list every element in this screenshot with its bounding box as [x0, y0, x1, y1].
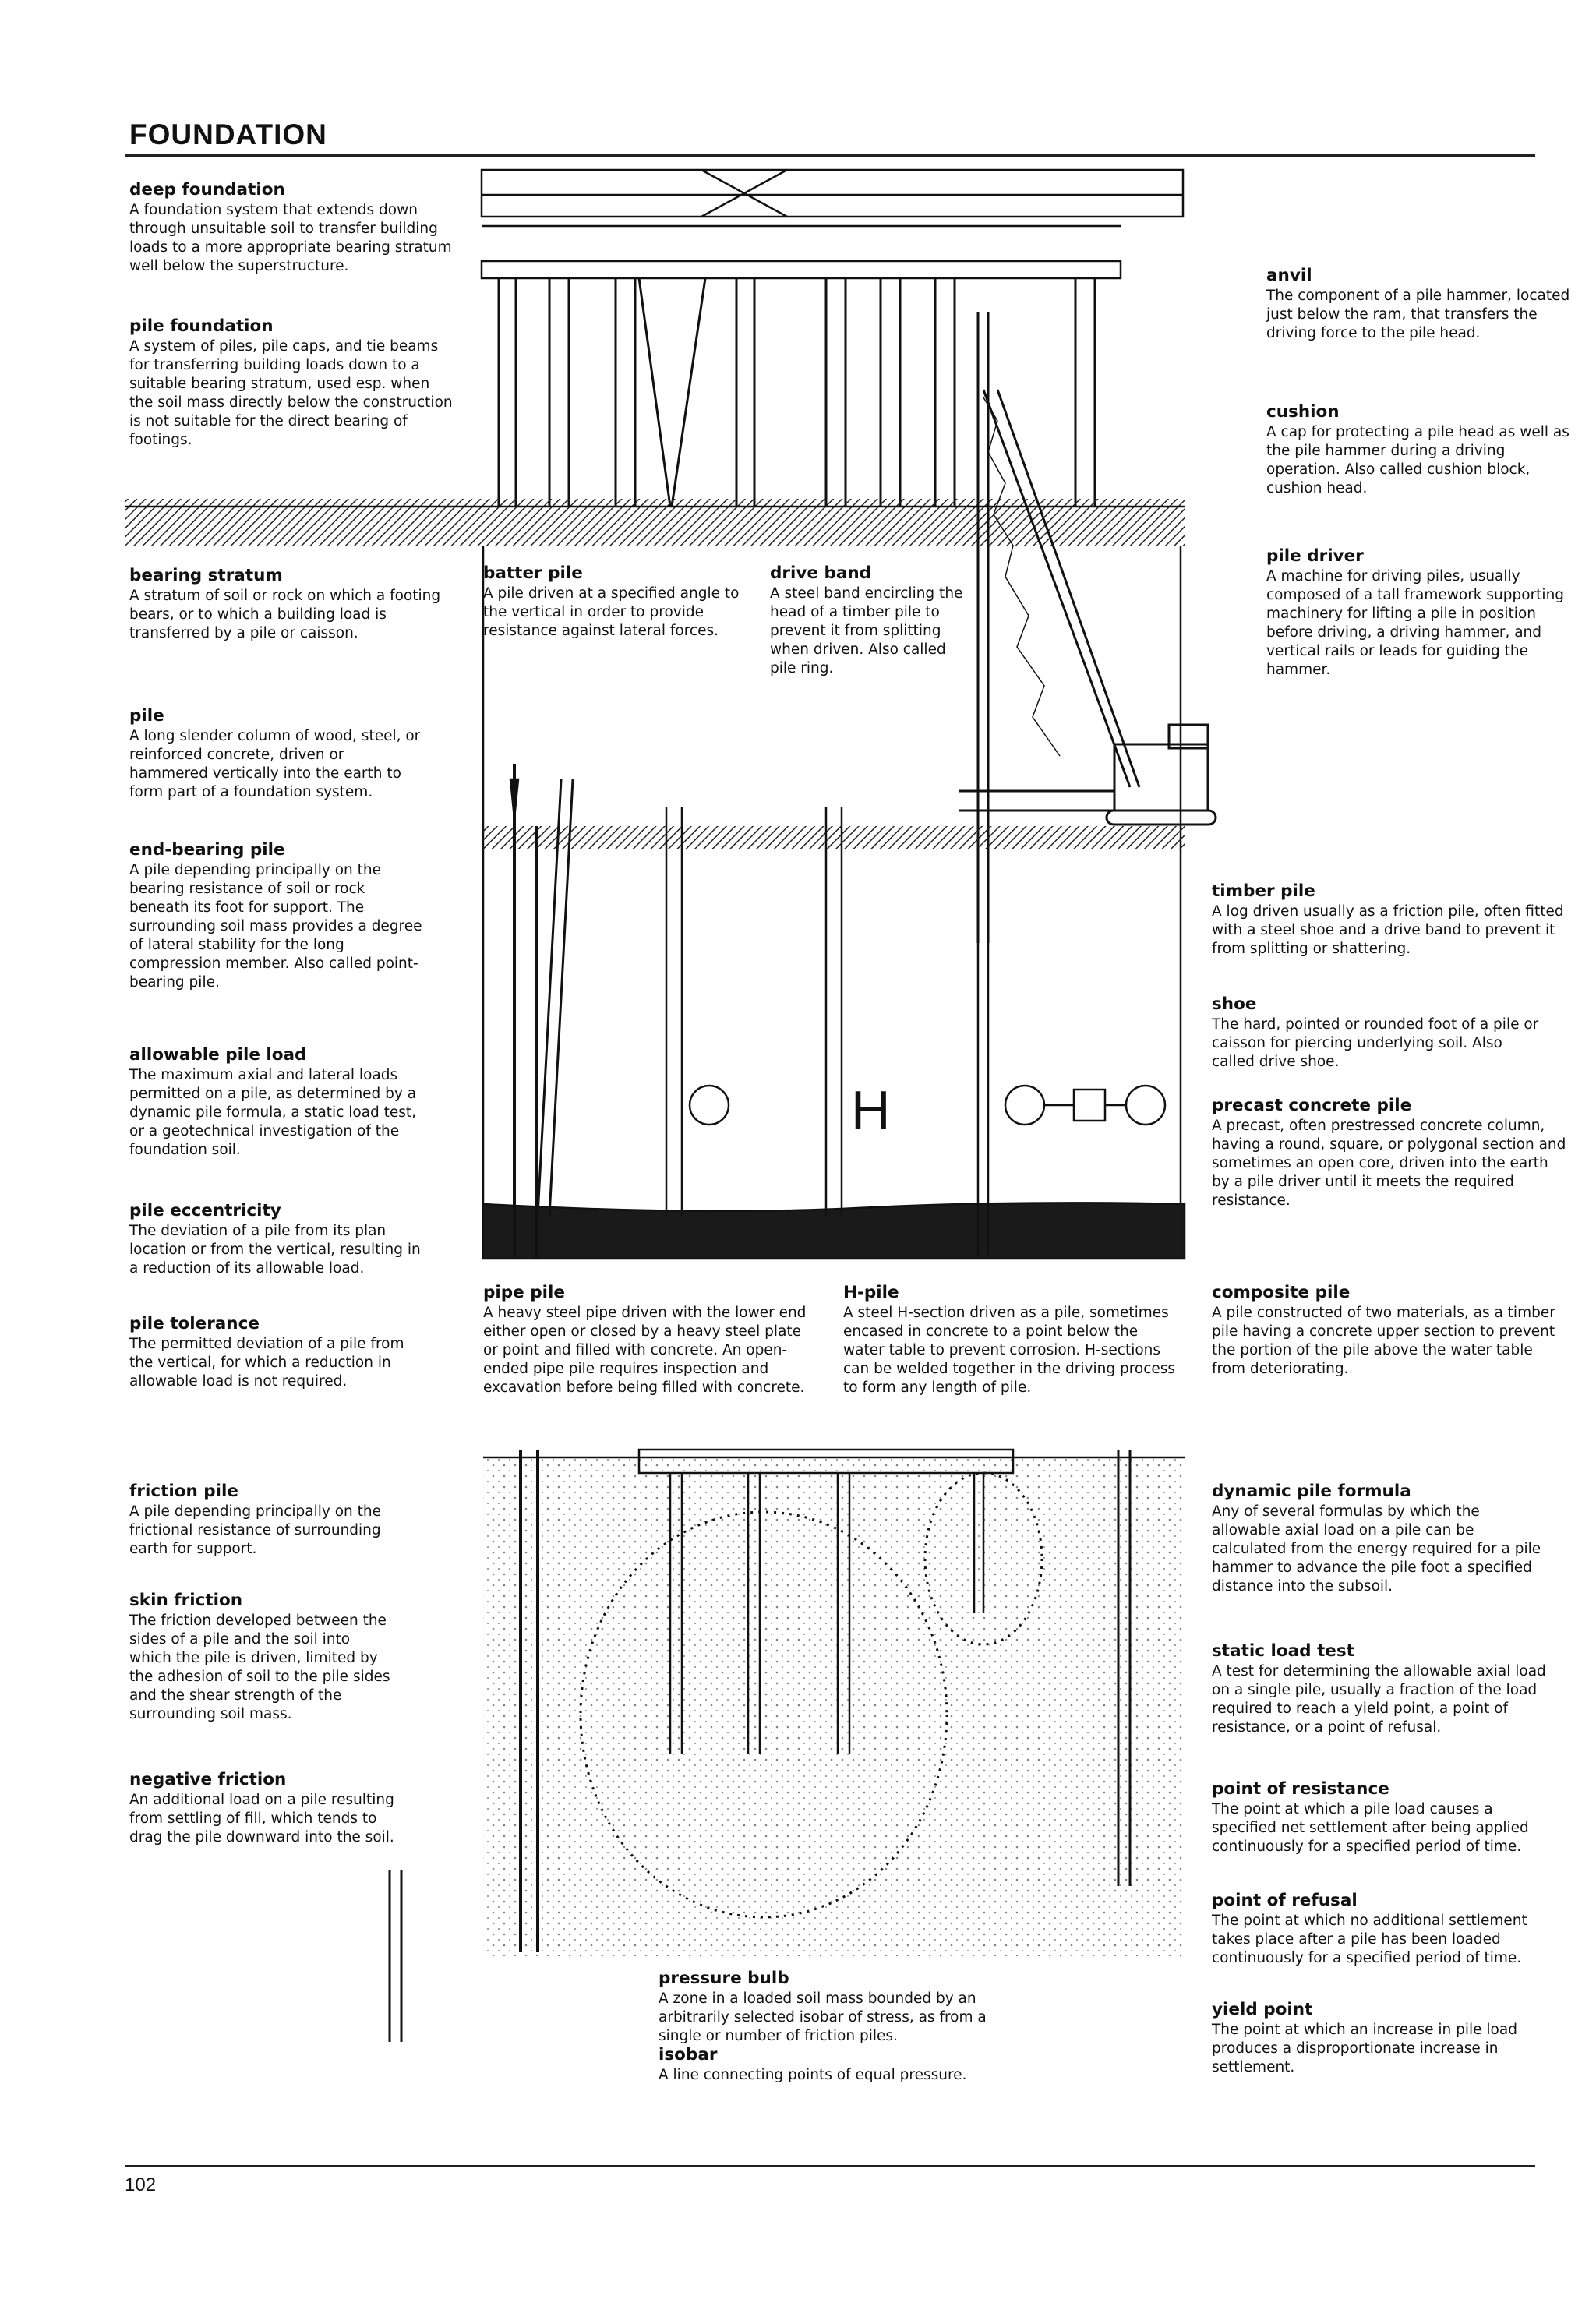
friction-pile-diagram	[390, 1450, 1185, 2042]
def-negative-friction: An additional load on a pile resulting f…	[129, 1791, 394, 1847]
term-anvil: anvil	[1266, 265, 1570, 287]
entry-pressure-bulb: pressure bulb A zone in a loaded soil ma…	[659, 1968, 994, 2046]
entry-batter-pile: batter pile A pile driven at a specified…	[483, 563, 740, 641]
term-pressure-bulb: pressure bulb	[659, 1968, 994, 1990]
def-composite-pile: A pile constructed of two materials, as …	[1212, 1304, 1570, 1379]
entry-friction-pile: friction pile A pile depending principal…	[129, 1481, 394, 1559]
entry-h-pile: H-pile A steel H-section driven as a pil…	[843, 1282, 1178, 1397]
term-pile: pile	[129, 705, 425, 727]
entry-pipe-pile: pipe pile A heavy steel pipe driven with…	[483, 1282, 818, 1397]
entry-yield-point: yield point The point at which an increa…	[1212, 1999, 1547, 2077]
term-pile-tolerance: pile tolerance	[129, 1313, 425, 1335]
def-point-of-resistance: The point at which a pile load causes a …	[1212, 1800, 1547, 1856]
term-batter-pile: batter pile	[483, 563, 740, 585]
term-static-load-test: static load test	[1212, 1641, 1547, 1662]
def-cushion: A cap for protecting a pile head as well…	[1266, 423, 1570, 498]
term-precast-concrete-pile: precast concrete pile	[1212, 1095, 1570, 1117]
entry-pile-eccentricity: pile eccentricity The deviation of a pil…	[129, 1200, 425, 1278]
term-point-of-resistance: point of resistance	[1212, 1778, 1547, 1800]
term-pile-driver: pile driver	[1266, 546, 1570, 567]
entry-pile-foundation: pile foundation A system of piles, pile …	[129, 316, 457, 450]
def-static-load-test: A test for determining the allowable axi…	[1212, 1662, 1547, 1737]
term-negative-friction: negative friction	[129, 1769, 394, 1791]
entry-isobar: isobar A line connecting points of equal…	[659, 2044, 994, 2085]
entry-static-load-test: static load test A test for determining …	[1212, 1641, 1547, 1737]
term-bearing-stratum: bearing stratum	[129, 565, 441, 587]
def-precast-concrete-pile: A precast, often prestressed concrete co…	[1212, 1117, 1570, 1210]
def-bearing-stratum: A stratum of soil or rock on which a foo…	[129, 587, 441, 643]
def-pile: A long slender column of wood, steel, or…	[129, 727, 425, 802]
term-pipe-pile: pipe pile	[483, 1282, 818, 1304]
term-point-of-refusal: point of refusal	[1212, 1890, 1547, 1912]
entry-pile: pile A long slender column of wood, stee…	[129, 705, 425, 802]
entry-bearing-stratum: bearing stratum A stratum of soil or roc…	[129, 565, 441, 643]
term-pile-foundation: pile foundation	[129, 316, 457, 337]
term-isobar: isobar	[659, 2044, 994, 2066]
def-pressure-bulb: A zone in a loaded soil mass bounded by …	[659, 1990, 994, 2046]
def-drive-band: A steel band encircling the head of a ti…	[770, 585, 973, 678]
term-end-bearing-pile: end-bearing pile	[129, 839, 425, 861]
def-deep-foundation: A foundation system that extends down th…	[129, 201, 457, 276]
def-pile-driver: A machine for driving piles, usually com…	[1266, 567, 1570, 680]
entry-point-of-refusal: point of refusal The point at which no a…	[1212, 1890, 1547, 1968]
def-pile-eccentricity: The deviation of a pile from its plan lo…	[129, 1222, 425, 1278]
def-shoe: The hard, pointed or rounded foot of a p…	[1212, 1015, 1547, 1072]
term-cushion: cushion	[1266, 401, 1570, 423]
entry-composite-pile: composite pile A pile constructed of two…	[1212, 1282, 1570, 1379]
entry-drive-band: drive band A steel band encircling the h…	[770, 563, 973, 678]
entry-pile-tolerance: pile tolerance The permitted deviation o…	[129, 1313, 425, 1391]
term-dynamic-pile-formula: dynamic pile formula	[1212, 1481, 1547, 1503]
term-pile-eccentricity: pile eccentricity	[129, 1200, 425, 1222]
term-composite-pile: composite pile	[1212, 1282, 1570, 1304]
entry-shoe: shoe The hard, pointed or rounded foot o…	[1212, 994, 1547, 1072]
term-drive-band: drive band	[770, 563, 973, 585]
def-friction-pile: A pile depending principally on the fric…	[129, 1503, 394, 1559]
entry-cushion: cushion A cap for protecting a pile head…	[1266, 401, 1570, 498]
def-end-bearing-pile: A pile depending principally on the bear…	[129, 861, 425, 992]
term-allowable-pile-load: allowable pile load	[129, 1044, 425, 1066]
entry-dynamic-pile-formula: dynamic pile formula Any of several form…	[1212, 1481, 1547, 1596]
entry-negative-friction: negative friction An additional load on …	[129, 1769, 394, 1847]
def-yield-point: The point at which an increase in pile l…	[1212, 2021, 1547, 2077]
def-h-pile: A steel H-section driven as a pile, some…	[843, 1304, 1178, 1397]
def-pipe-pile: A heavy steel pipe driven with the lower…	[483, 1304, 818, 1397]
term-deep-foundation: deep foundation	[129, 179, 457, 201]
entry-deep-foundation: deep foundation A foundation system that…	[129, 179, 457, 276]
term-shoe: shoe	[1212, 994, 1547, 1015]
def-pile-tolerance: The permitted deviation of a pile from t…	[129, 1335, 425, 1391]
entry-anvil: anvil The component of a pile hammer, lo…	[1266, 265, 1570, 343]
term-h-pile: H-pile	[843, 1282, 1178, 1304]
term-friction-pile: friction pile	[129, 1481, 394, 1503]
def-anvil: The component of a pile hammer, located …	[1266, 287, 1570, 343]
def-timber-pile: A log driven usually as a friction pile,…	[1212, 902, 1570, 959]
def-point-of-refusal: The point at which no additional settlem…	[1212, 1912, 1547, 1968]
def-skin-friction: The friction developed between the sides…	[129, 1612, 394, 1724]
def-batter-pile: A pile driven at a specified angle to th…	[483, 585, 740, 641]
entry-pile-driver: pile driver A machine for driving piles,…	[1266, 546, 1570, 680]
entry-point-of-resistance: point of resistance The point at which a…	[1212, 1778, 1547, 1856]
def-allowable-pile-load: The maximum axial and lateral loads perm…	[129, 1066, 425, 1160]
term-yield-point: yield point	[1212, 1999, 1547, 2021]
h-pile-glyph: H	[851, 1079, 891, 1140]
entry-allowable-pile-load: allowable pile load The maximum axial an…	[129, 1044, 425, 1160]
entry-end-bearing-pile: end-bearing pile A pile depending princi…	[129, 839, 425, 992]
term-timber-pile: timber pile	[1212, 881, 1570, 902]
entry-precast-concrete-pile: precast concrete pile A precast, often p…	[1212, 1095, 1570, 1210]
entry-skin-friction: skin friction The friction developed bet…	[129, 1590, 394, 1724]
def-isobar: A line connecting points of equal pressu…	[659, 2066, 994, 2085]
def-pile-foundation: A system of piles, pile caps, and tie be…	[129, 337, 457, 450]
term-skin-friction: skin friction	[129, 1590, 394, 1612]
entry-timber-pile: timber pile A log driven usually as a fr…	[1212, 881, 1570, 959]
def-dynamic-pile-formula: Any of several formulas by which the all…	[1212, 1503, 1547, 1596]
